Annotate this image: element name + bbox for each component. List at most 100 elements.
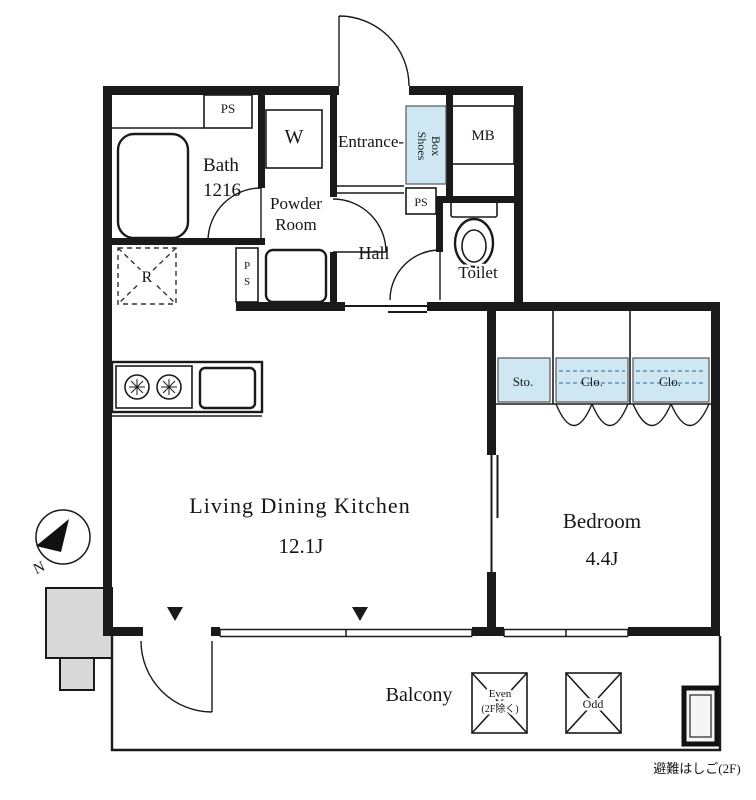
compass-needle-icon bbox=[36, 519, 69, 552]
wall-bottom-2 bbox=[211, 627, 220, 636]
entry-door-arc bbox=[338, 15, 410, 87]
exterior-structure bbox=[45, 587, 113, 691]
shoes-box-label-2: Box bbox=[429, 136, 443, 156]
powder-room-area bbox=[235, 109, 387, 304]
kitchen-area bbox=[110, 360, 264, 417]
kitchen-counter bbox=[110, 360, 264, 414]
kitchen-sink-icon bbox=[198, 366, 257, 410]
wall-hall-toilet bbox=[436, 196, 443, 252]
ps-powder-label-2: S bbox=[244, 276, 250, 288]
wall-bedroom-top bbox=[427, 302, 720, 311]
closet-2-label: Clo. bbox=[659, 374, 681, 389]
wall-bottom-3 bbox=[472, 627, 504, 636]
window-ldk bbox=[219, 628, 473, 638]
bedroom-sliding-door bbox=[490, 455, 499, 572]
vanity-sink-icon bbox=[264, 248, 328, 304]
wall-divider-upper bbox=[487, 311, 496, 455]
meter-box-label: MB bbox=[471, 128, 494, 144]
walls bbox=[103, 86, 720, 636]
bifold-door-icon-2 bbox=[632, 403, 710, 426]
closet-1-box bbox=[555, 357, 629, 403]
closet-area bbox=[496, 311, 711, 426]
ps-top-label: PS bbox=[221, 101, 235, 116]
wall-bottom-1 bbox=[103, 627, 143, 636]
pipe-space-powder-box bbox=[235, 247, 259, 303]
entrance-area bbox=[337, 15, 515, 215]
toilet-bowl-inner bbox=[461, 229, 487, 263]
ps-mid-label: PS bbox=[414, 195, 427, 209]
wall-entrance-mb bbox=[446, 86, 453, 196]
balcony-door-arc bbox=[140, 640, 213, 713]
washing-machine-box bbox=[265, 109, 323, 169]
evacuation-hatch bbox=[681, 685, 720, 747]
pipe-space-top-box bbox=[203, 94, 253, 129]
meter-box bbox=[451, 105, 515, 165]
bath-size-label: 1216 bbox=[203, 180, 241, 201]
pipe-space-mid-box bbox=[405, 187, 437, 215]
closet-pipes bbox=[559, 370, 706, 384]
window-bedroom bbox=[503, 628, 629, 638]
storage-label: Sto. bbox=[513, 374, 534, 389]
wall-powder-entrance-upper bbox=[330, 86, 337, 197]
wall-toilet-top bbox=[443, 196, 521, 203]
burner-left-icon bbox=[124, 374, 150, 400]
odd-box-label: Odd bbox=[583, 697, 604, 711]
entrance-label: Entrance- bbox=[338, 132, 404, 151]
evacuation-ladder-label: 避難はしご(2F) bbox=[653, 761, 740, 776]
vent-marker-left bbox=[167, 607, 183, 621]
even-box-label-1: Even bbox=[489, 688, 512, 700]
wall-top-left bbox=[103, 86, 339, 95]
compass: N bbox=[31, 509, 91, 578]
partition-board-even bbox=[471, 672, 528, 734]
wall-bottom-4 bbox=[628, 627, 640, 636]
shoes-box-label-1: Shoes bbox=[415, 132, 429, 161]
washing-machine-label: W bbox=[285, 126, 304, 148]
exterior-block-left bbox=[45, 587, 113, 659]
wall-bottom-5 bbox=[640, 627, 720, 636]
wall-left bbox=[103, 86, 112, 636]
closet-1-label: Clo. bbox=[581, 374, 603, 389]
powder-door-arc bbox=[332, 198, 387, 253]
ldk-size-label: 12.1J bbox=[279, 534, 324, 558]
powder-room-label-1: Powder bbox=[270, 194, 322, 213]
refrigerator-label: R bbox=[142, 269, 153, 286]
windows bbox=[219, 628, 629, 638]
wall-top-right bbox=[409, 86, 523, 95]
wall-divider-lower bbox=[487, 572, 496, 636]
wall-powder-entrance-lower bbox=[330, 252, 337, 311]
refrigerator-space bbox=[117, 247, 177, 305]
bath-label: Bath bbox=[203, 155, 239, 176]
ps-powder-label-1: P bbox=[244, 260, 250, 272]
ldk-label: Living Dining Kitchen bbox=[189, 493, 410, 518]
vent-marker-right bbox=[352, 607, 368, 621]
toilet-door-arc bbox=[389, 249, 441, 301]
bifold-door-icon-1 bbox=[555, 403, 629, 426]
stove-icon bbox=[115, 365, 193, 409]
bedroom-size-label: 4.4J bbox=[586, 548, 619, 570]
bathtub-icon bbox=[116, 132, 190, 240]
burner-right-icon bbox=[156, 374, 182, 400]
wall-right bbox=[711, 302, 720, 636]
storage-closet-box bbox=[497, 357, 551, 403]
toilet-area bbox=[389, 201, 498, 301]
wall-hall-bottom bbox=[236, 302, 345, 311]
toilet-label: Toilet bbox=[458, 263, 498, 282]
wall-bath-powder bbox=[258, 95, 265, 188]
partition-board-odd bbox=[565, 672, 622, 734]
wall-bath-bottom bbox=[110, 238, 265, 245]
shoes-box bbox=[405, 105, 447, 185]
compass-north-label: N bbox=[31, 559, 48, 578]
balcony-outline bbox=[110, 636, 722, 752]
balcony-label: Balcony bbox=[386, 684, 453, 706]
powder-room-label-2: Room bbox=[275, 215, 317, 234]
toilet-bowl-icon bbox=[453, 217, 495, 269]
closet-2-box bbox=[632, 357, 710, 403]
hall-ldk-slider bbox=[345, 305, 427, 313]
toilet-tank-icon bbox=[450, 201, 498, 218]
bedroom-label: Bedroom bbox=[563, 509, 641, 533]
hall-label: Hall bbox=[359, 243, 390, 263]
exterior-block-left-small bbox=[59, 657, 95, 691]
bath-area bbox=[112, 94, 262, 242]
